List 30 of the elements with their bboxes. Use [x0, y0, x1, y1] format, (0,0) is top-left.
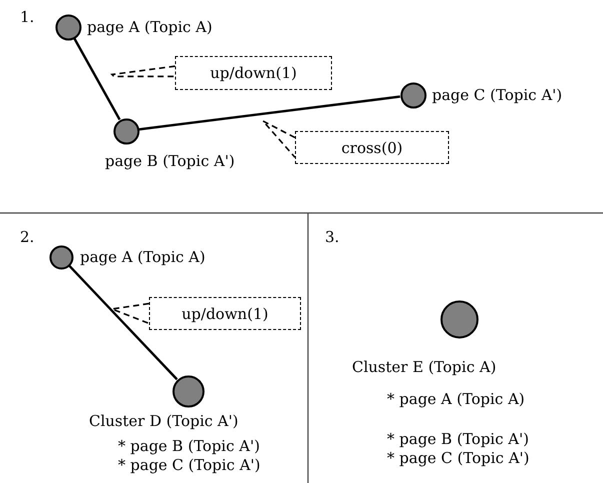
connector-line: [138, 95, 400, 131]
node-label: * page B (Topic A'): [118, 437, 260, 455]
panel-number: 3.: [325, 228, 340, 246]
callout-box: [149, 297, 301, 330]
callout-box: [295, 131, 449, 164]
graph-node-circle: [400, 82, 426, 108]
node-label: Cluster E (Topic A): [352, 358, 496, 376]
connector-line: [73, 38, 121, 120]
graph-node-circle: [440, 300, 478, 338]
callout-pointer: [262, 120, 296, 158]
node-label: page A (Topic A): [87, 18, 212, 36]
graph-node-circle: [112, 118, 140, 144]
callout-box: [175, 56, 332, 90]
node-label: Cluster D (Topic A'): [89, 412, 238, 430]
node-label: * page C (Topic A'): [118, 456, 260, 474]
node-label: page C (Topic A'): [432, 86, 562, 104]
connector-line: [68, 264, 178, 380]
graph-node-circle: [54, 14, 82, 40]
callout-text: up/down(1): [210, 64, 297, 82]
graph-node-circle: [48, 244, 74, 270]
panel-number: 2.: [20, 228, 34, 246]
node-label: page B (Topic A'): [105, 152, 235, 170]
callout-text: up/down(1): [182, 304, 268, 322]
graph-node-circle: [172, 374, 204, 408]
node-label: page A (Topic A): [80, 248, 206, 266]
node-label: * page B (Topic A'): [387, 430, 529, 448]
panel-number: 1.: [20, 8, 34, 26]
node-label: * page A (Topic A): [387, 390, 525, 408]
callout-text: cross(0): [341, 138, 403, 156]
node-label: * page C (Topic A'): [387, 449, 530, 467]
